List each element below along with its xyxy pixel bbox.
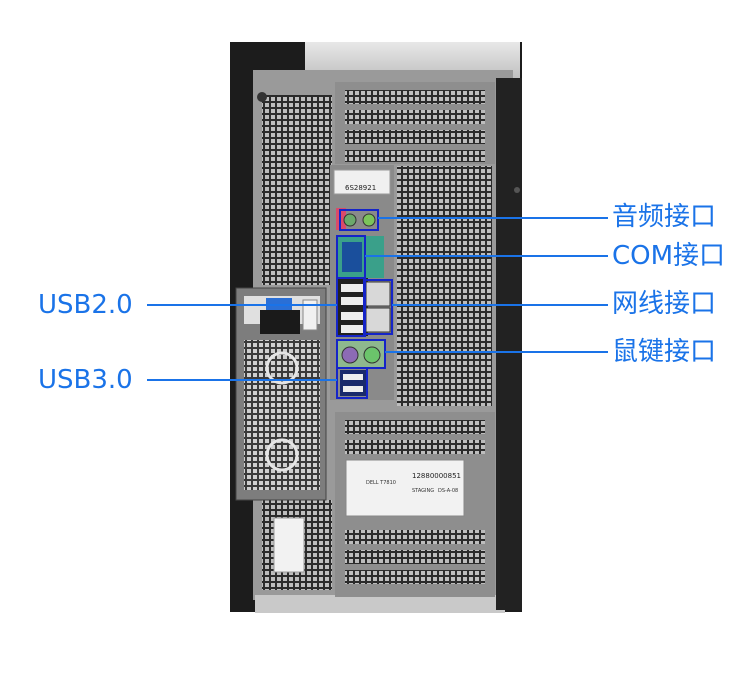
sticker-line2: STAGING: [412, 488, 434, 494]
usb3-port-box: [336, 367, 368, 399]
ps2-port-label: 鼠键接口: [612, 337, 717, 367]
left-vent: [257, 92, 332, 590]
right-vent: [397, 166, 492, 406]
leader-lines: [147, 217, 608, 381]
service-sticker: 12880000851 DELL T7810 STAGING DS-A-08: [345, 459, 465, 517]
com-port-label: COM接口: [612, 241, 726, 271]
sticker-serial: 12880000851: [412, 472, 461, 480]
usb2-port-label: USB2.0: [38, 290, 133, 320]
barcode-text-top: 6S28921: [345, 184, 376, 192]
sticker-line1: DELL T7810: [366, 480, 396, 486]
network-port-box: [363, 279, 393, 335]
power-supply: [235, 287, 327, 501]
audio-port-box: [339, 209, 379, 231]
audio-port-label: 音频接口: [612, 202, 717, 232]
sticker-line3: DS-A-08: [438, 488, 458, 494]
port-highlights: [336, 209, 393, 399]
expansion-slots-top: [335, 82, 495, 164]
usb3-port-label: USB3.0: [38, 365, 133, 395]
barcode-sticker-top: [333, 169, 391, 195]
network-port-label: 网线接口: [612, 289, 717, 319]
barcode-sticker-small: [273, 517, 305, 573]
